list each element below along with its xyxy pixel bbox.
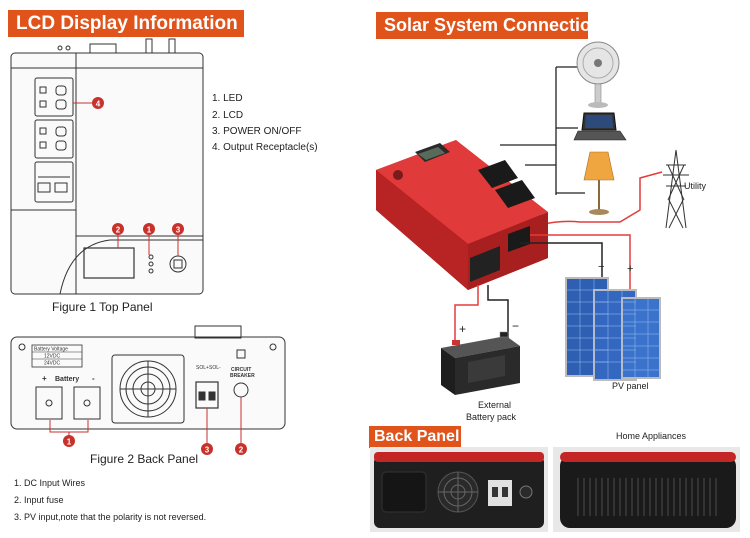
- legend-item-lcd: 2. LCD: [212, 110, 244, 121]
- back-legend-dc: 1. DC Input Wires: [14, 478, 86, 488]
- svg-text:2: 2: [239, 446, 244, 455]
- legend-item-power: 3. POWER ON/OFF: [212, 126, 302, 137]
- back-panel-photo: [370, 447, 548, 532]
- back-legend-fuse: 2. Input fuse: [14, 495, 64, 505]
- back-panel-figure: [10, 325, 286, 430]
- sol-pos-label: SOL+: [196, 365, 209, 371]
- fan-icon: [576, 41, 620, 108]
- lcd-display-banner: LCD Display Information: [8, 10, 244, 37]
- appliance-wires: [500, 66, 585, 195]
- back-panel-banner: Back Panel: [369, 426, 461, 448]
- pylon-icon: [663, 149, 689, 229]
- figure-2-caption: Figure 2 Back Panel: [90, 452, 199, 466]
- svg-text:3: 3: [176, 226, 181, 235]
- sol-neg-label: SOL-: [209, 365, 221, 371]
- battery-plus-sign: +: [459, 322, 466, 336]
- svg-text:1: 1: [67, 438, 72, 447]
- pv-minus-sign: −: [598, 261, 604, 273]
- battery-cables: [454, 285, 509, 342]
- figure-1-caption: Figure 1 Top Panel: [52, 300, 153, 314]
- battery-plus-label: +: [42, 374, 47, 383]
- marker-4: 4: [73, 97, 104, 109]
- battery-label: Battery: [55, 376, 79, 383]
- solar-connection-banner: Solar System Connection: [376, 12, 602, 39]
- lamp-icon: [583, 151, 615, 215]
- legend-item-receptacle: 4. Output Receptacle(s): [212, 142, 318, 153]
- circuit-label: CIRCUIT: [231, 367, 251, 373]
- side-panel-photo: [553, 447, 740, 532]
- inverter-icon: [376, 140, 548, 290]
- svg-text:4: 4: [96, 100, 101, 109]
- pv-plus-sign: +: [627, 263, 633, 275]
- marker-1-top: 1: [143, 223, 155, 255]
- marker-3-back: 3: [201, 408, 213, 455]
- voltage-24-label: 24VDC: [44, 361, 61, 367]
- home-appliances-label: Home Appliances: [616, 431, 687, 441]
- marker-3-top: 3: [172, 223, 184, 256]
- legend-item-led: 1. LED: [212, 93, 243, 104]
- marker-2-top: 2: [112, 223, 124, 248]
- laptop-icon: [573, 112, 627, 141]
- utility-label: Utility: [684, 181, 706, 191]
- breaker-label: BREAKER: [230, 373, 255, 379]
- battery-icon: [441, 331, 520, 395]
- voltage-12-label: 12VDC: [44, 354, 61, 360]
- svg-text:1: 1: [147, 226, 152, 235]
- pv-cables: [520, 234, 631, 295]
- marker-2-back: 2: [235, 397, 247, 455]
- battery-voltage-label: Battery Voltage: [34, 347, 68, 353]
- svg-text:2: 2: [116, 226, 121, 235]
- svg-text:3: 3: [205, 446, 210, 455]
- solar-panel-icon: [565, 277, 661, 381]
- marker-1-back: 1: [49, 420, 89, 447]
- battery-minus-label: -: [92, 374, 95, 383]
- battery-label-line1: External: [478, 400, 512, 410]
- top-panel-figure: [10, 38, 204, 295]
- back-legend-pv: 3. PV input,note that the polarity is no…: [14, 512, 207, 522]
- pv-panel-label: PV panel: [612, 381, 649, 391]
- battery-label-line2: Battery pack: [466, 412, 517, 422]
- battery-minus-sign: −: [512, 319, 519, 333]
